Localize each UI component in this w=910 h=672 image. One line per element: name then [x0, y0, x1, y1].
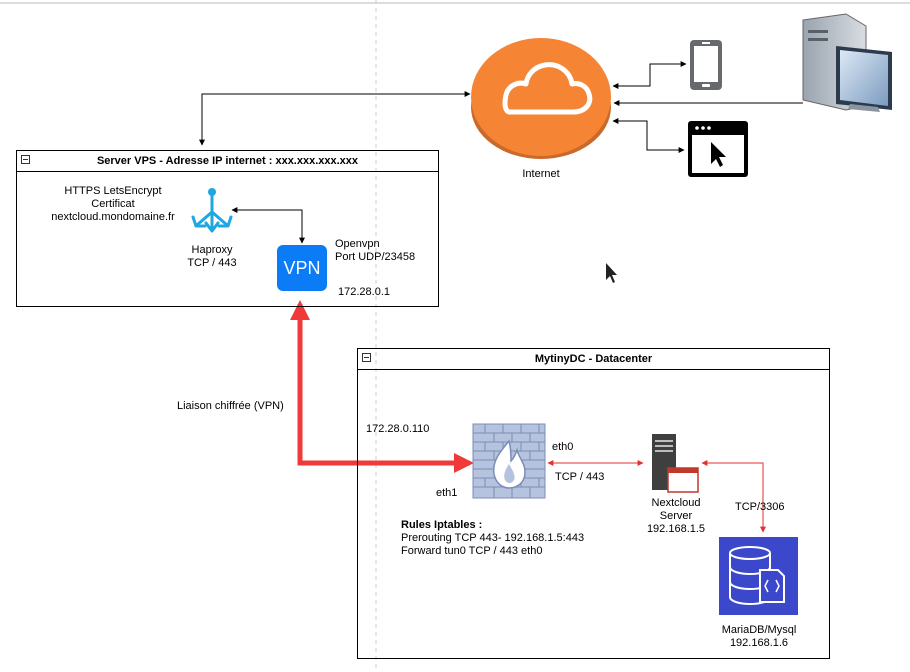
vps-collapse-toggle[interactable] — [21, 155, 30, 164]
eth1-label: eth1 — [436, 487, 458, 499]
firewall-icon — [472, 423, 546, 499]
db-label: MariaDB/Mysql 192.168.1.6 — [708, 624, 810, 650]
haproxy-icon — [191, 188, 233, 233]
nextcloud-ip: 192.168.1.5 — [646, 523, 706, 535]
datacenter-box-header: MytinyDC - Datacenter — [358, 349, 829, 370]
vpn-badge-text: VPN — [283, 258, 321, 278]
vpn-badge-icon — [277, 245, 327, 291]
nextcloud-label: Nextcloud Server 192.168.1.5 — [636, 497, 716, 536]
nextcloud-line-2: Server — [659, 510, 693, 522]
eth0-label: eth0 — [552, 441, 574, 453]
rule-2: Forward tun0 TCP / 443 eth0 — [401, 545, 543, 557]
openvpn-line-2: Port UDP/23458 — [335, 251, 416, 263]
database-icon — [719, 537, 798, 615]
nextcloud-line-1: Nextcloud — [651, 497, 701, 509]
tcp443-label: TCP / 443 — [555, 471, 605, 483]
iptables-rules: Rules Iptables : Prerouting TCP 443- 192… — [401, 519, 584, 558]
haproxy-label: Haproxy TCP / 443 — [172, 244, 252, 270]
vpn-tunnel-link — [290, 300, 474, 473]
openvpn-line-1: Openvpn — [335, 238, 380, 250]
https-line-3: nextcloud.mondomaine.fr — [51, 211, 175, 223]
browser-connector — [612, 118, 685, 153]
phone-connector — [612, 61, 687, 89]
openvpn-label: Openvpn Port UDP/23458 — [335, 238, 415, 264]
vps-box-header: Server VPS - Adresse IP internet : xxx.x… — [17, 151, 438, 172]
https-cert-label: HTTPS LetsEncrypt Certificat nextcloud.m… — [38, 185, 188, 224]
haproxy-vpn-connector — [231, 207, 305, 244]
vpn-ip-label: 172.28.0.1 — [338, 286, 390, 298]
tunnel-label: Liaison chiffrée (VPN) — [177, 400, 284, 412]
db-line-1: MariaDB/Mysql — [721, 624, 797, 636]
rule-1: Prerouting TCP 443- 192.168.1.5:443 — [401, 532, 585, 544]
https-line-2: Certificat — [91, 198, 135, 210]
mobile-phone-icon — [690, 40, 722, 90]
tcp3306-label: TCP/3306 — [735, 501, 785, 513]
vps-server-box: Server VPS - Adresse IP internet : xxx.x… — [16, 150, 439, 307]
datacenter-box: MytinyDC - Datacenter — [357, 348, 830, 659]
browser-window-icon — [688, 121, 748, 177]
db-ip: 192.168.1.6 — [729, 637, 789, 649]
mouse-cursor-icon — [606, 263, 617, 283]
rules-title: Rules Iptables : — [401, 519, 483, 531]
datacenter-box-title: MytinyDC - Datacenter — [534, 353, 653, 365]
tun-ip-label: 172.28.0.110 — [366, 423, 430, 435]
haproxy-line-2: TCP / 443 — [187, 257, 237, 269]
https-line-1: HTTPS LetsEncrypt — [64, 185, 162, 197]
desktop-computer-icon — [802, 13, 892, 112]
datacenter-collapse-toggle[interactable] — [362, 353, 371, 362]
nextcloud-server-icon — [652, 434, 699, 493]
nextcloud-db-connector — [701, 460, 766, 533]
haproxy-line-1: Haproxy — [191, 244, 233, 256]
internet-label: Internet — [522, 168, 560, 180]
vps-box-title: Server VPS - Adresse IP internet : xxx.x… — [96, 155, 359, 167]
internet-cloud-icon — [471, 38, 611, 159]
internet-vps-connector — [199, 91, 471, 146]
